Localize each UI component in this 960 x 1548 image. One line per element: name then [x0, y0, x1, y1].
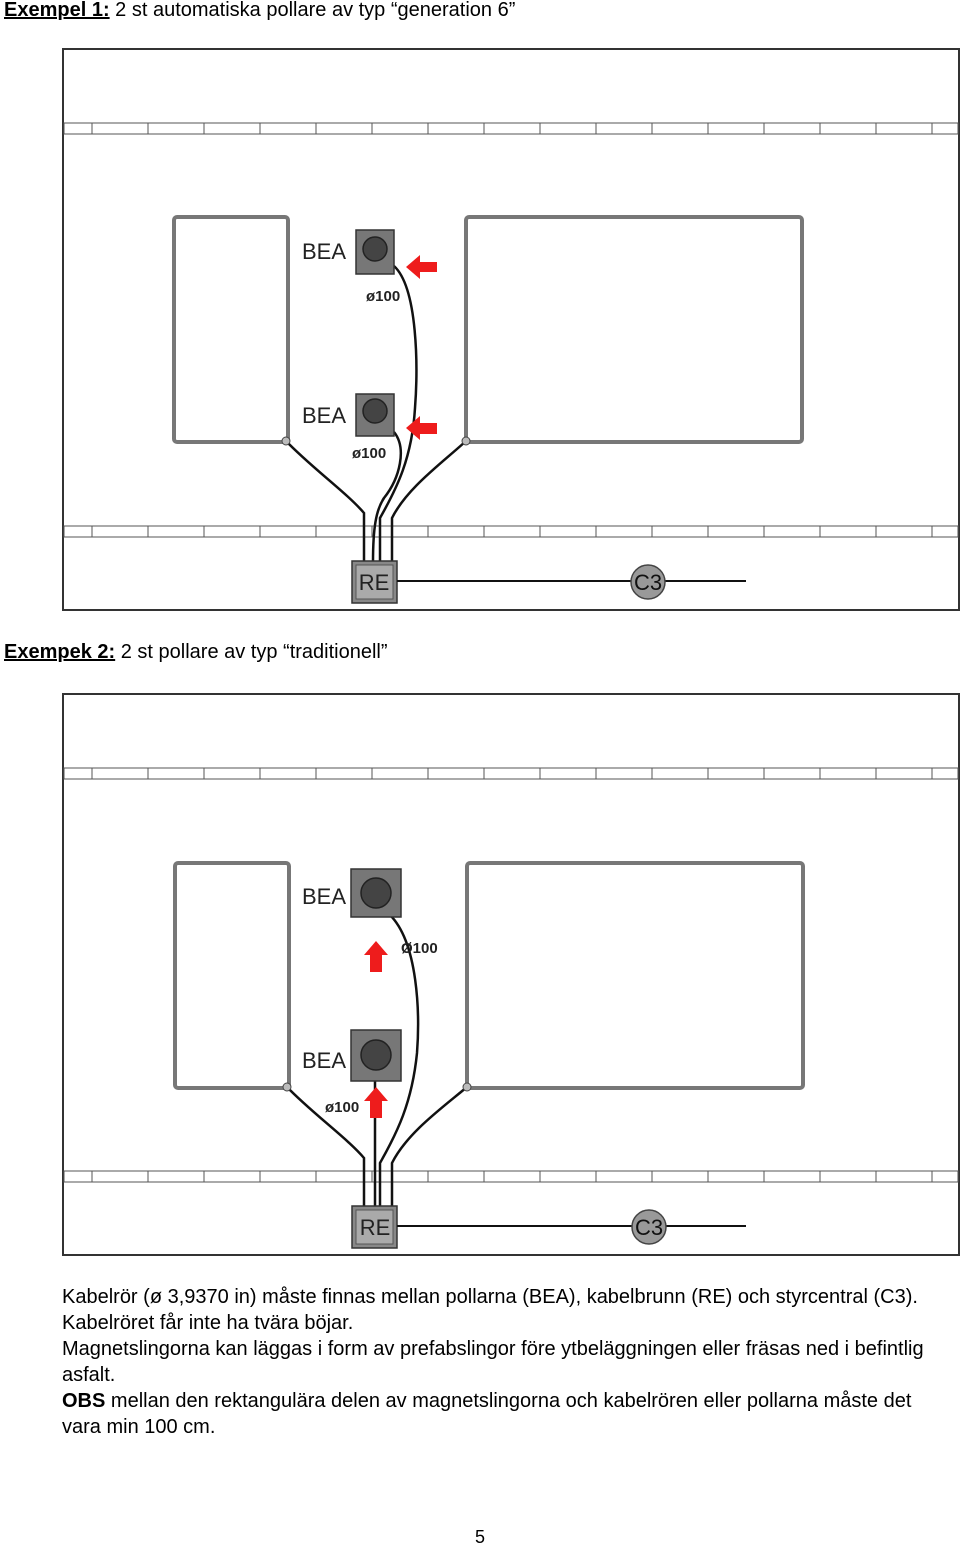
lower-curb — [63, 525, 959, 538]
left-loop-joint — [282, 1082, 292, 1092]
upper-bollard — [350, 868, 402, 918]
example1-title: 2 st automatiska pollare av typ “generat… — [115, 0, 516, 21]
lower-arrow-icon — [406, 416, 437, 440]
right-loop-cable — [390, 440, 467, 562]
upper-arrow-icon — [406, 255, 437, 279]
lower-bollard — [350, 1029, 402, 1082]
right-loop-joint — [461, 436, 471, 446]
control-central — [631, 1209, 667, 1245]
re-label: RE — [359, 570, 390, 595]
example1-diagram: BEA BEA ø100 ø100 RE C3 — [62, 48, 960, 612]
left-loop-cable — [286, 1086, 366, 1207]
example2-title: 2 st pollare av typ “traditionell” — [120, 641, 388, 663]
upper-pipe-label: Ø100 — [401, 940, 438, 957]
upper-arrow-icon — [364, 941, 388, 972]
lower-bea-label: BEA — [302, 403, 346, 428]
lower-curb — [63, 1170, 959, 1183]
upper-bollard-pipe — [378, 914, 420, 1207]
left-loop — [172, 215, 290, 444]
left-loop — [173, 861, 291, 1090]
example1-lead: Exempel 1: — [4, 0, 110, 21]
lower-bollard — [355, 393, 395, 437]
right-loop — [465, 861, 805, 1090]
lower-arrow-icon — [364, 1087, 388, 1118]
page-number: 5 — [474, 1527, 485, 1547]
upper-pipe-label: ø100 — [366, 288, 400, 305]
right-loop-joint — [462, 1082, 472, 1092]
upper-bollard — [355, 229, 395, 275]
upper-curb — [63, 767, 959, 780]
example2-diagram: BEA BEA Ø100 ø100 RE C3 — [62, 693, 960, 1257]
example2-lead: Exempek 2: — [4, 641, 116, 663]
upper-bollard-pipe — [378, 265, 418, 562]
obs-text: mellan den rektangulära delen av magnets… — [62, 1390, 912, 1438]
cable-well — [351, 1205, 398, 1249]
obs-label: OBS — [62, 1390, 106, 1412]
c3-label: C3 — [635, 1215, 663, 1240]
left-loop-cable — [285, 440, 366, 562]
lower-bollard-pipe — [371, 431, 402, 563]
paragraph-loops: Magnetslingorna kan läggas i form av pre… — [62, 1338, 924, 1386]
right-loop-cable — [390, 1086, 468, 1207]
control-central — [630, 564, 666, 600]
c3-label: C3 — [634, 570, 662, 595]
example1-heading: Exempel 1: 2 st automatiska pollare av t… — [4, 0, 515, 22]
upper-bea-label: BEA — [302, 239, 346, 264]
lower-bea-label: BEA — [302, 1048, 346, 1073]
lower-pipe-label: ø100 — [352, 445, 386, 462]
right-loop — [464, 215, 804, 444]
re-label: RE — [360, 1215, 391, 1240]
paragraph-obs: OBS mellan den rektangulära delen av mag… — [62, 1388, 932, 1440]
upper-bea-label: BEA — [302, 884, 346, 909]
left-loop-joint — [281, 436, 291, 446]
example2-heading: Exempek 2: 2 st pollare av typ “traditio… — [4, 640, 388, 664]
lower-pipe-label: ø100 — [325, 1099, 359, 1116]
paragraph-cable-pipes: Kabelrör (ø 3,9370 in) måste finnas mell… — [62, 1286, 918, 1334]
instructions-text: Kabelrör (ø 3,9370 in) måste finnas mell… — [62, 1284, 932, 1440]
upper-curb — [63, 122, 959, 135]
